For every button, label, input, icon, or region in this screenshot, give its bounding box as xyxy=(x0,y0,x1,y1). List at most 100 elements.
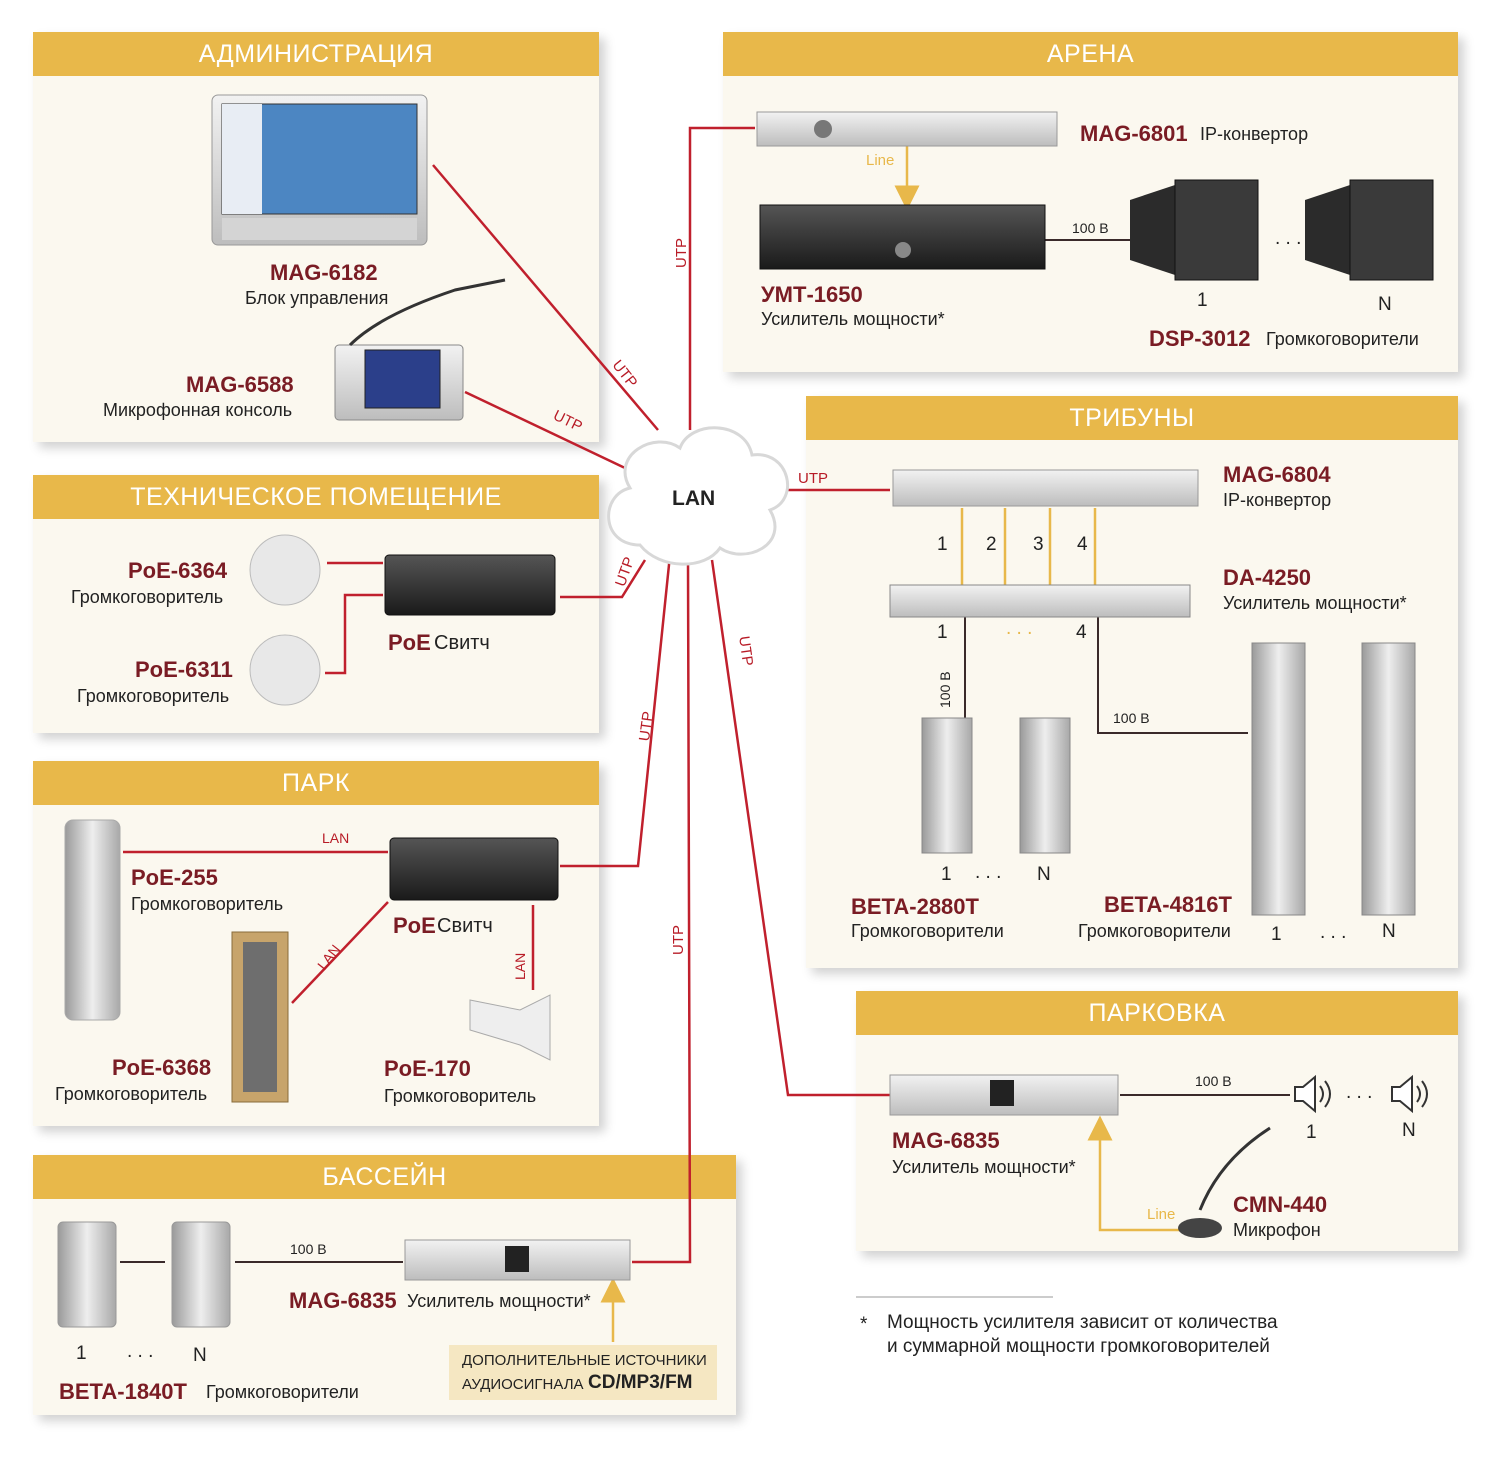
channel-3-label: 3 xyxy=(1033,534,1044,555)
beta2880t-speaker-1 xyxy=(921,717,973,854)
beta2880t-desc: Громкоговорители xyxy=(851,921,1004,941)
mag6835-pool-model: MAG-6835 xyxy=(289,1288,397,1313)
beta1840t-dots: . . . xyxy=(127,1341,154,1362)
footnote-star: * xyxy=(860,1314,868,1335)
extra-sources-line2-prefix: АУДИОСИГНАЛА xyxy=(462,1376,584,1393)
mag6801-device xyxy=(756,111,1058,147)
poeswitch1-model: PoE xyxy=(388,630,431,655)
poe-switch-1 xyxy=(384,554,556,616)
panel-parking: ПАРКОВКА xyxy=(856,991,1458,1251)
mag6804-desc: IP-конвертор xyxy=(1223,490,1332,510)
panel-park-title: ПАРК xyxy=(33,761,599,805)
utp-line-admin-console xyxy=(464,390,626,470)
beta1840t-speaker-1 xyxy=(57,1221,117,1328)
poe6311-speaker xyxy=(249,634,321,706)
poe6368-model: PoE-6368 xyxy=(112,1055,212,1080)
arena-speaker-dots: . . . xyxy=(1275,228,1302,249)
poe6368-desc: Громкоговоритель xyxy=(55,1084,208,1104)
beta1840t-1-label: 1 xyxy=(76,1343,87,1364)
beta1840t-model: BETA-1840T xyxy=(59,1379,187,1404)
beta1840t-speaker-n xyxy=(171,1221,231,1328)
beta1840t-desc: Громкоговорители xyxy=(206,1382,359,1402)
channel-4-label: 4 xyxy=(1077,534,1088,555)
output-4-label: 4 xyxy=(1076,622,1087,643)
beta2880t-model: BETA-2880T xyxy=(851,894,979,919)
poeswitch1-desc: Свитч xyxy=(434,632,490,654)
parking-speaker-1-label: 1 xyxy=(1306,1122,1317,1143)
utp-label-pool: UTP xyxy=(670,925,687,955)
mag6835-pool-device xyxy=(404,1239,631,1281)
lan-label-park-1: LAN xyxy=(322,830,350,846)
poe6368-speaker xyxy=(231,931,289,1103)
mag6804-model: MAG-6804 xyxy=(1223,462,1331,487)
line-label-arena: Line xyxy=(866,152,895,169)
beta2880t-dots: . . . xyxy=(975,862,1002,883)
lan-label: LAN xyxy=(672,487,716,510)
poe170-desc: Громкоговоритель xyxy=(384,1086,537,1106)
beta4816t-model: BETA-4816T xyxy=(1104,892,1232,917)
mag6801-model: MAG-6801 xyxy=(1080,121,1188,146)
mag6182-model: MAG-6182 xyxy=(270,260,378,285)
parking-speaker-n-label: N xyxy=(1402,1120,1416,1141)
volt-label-tribunes-1: 100 В xyxy=(937,671,953,708)
utp-label-tribunes: UTP xyxy=(798,470,828,487)
panel-tech-title: ТЕХНИЧЕСКОЕ ПОМЕЩЕНИЕ xyxy=(33,475,599,519)
volt-label-arena: 100 В xyxy=(1072,220,1109,236)
line-label-parking: Line xyxy=(1147,1206,1176,1223)
cmn440-desc: Микрофон xyxy=(1233,1220,1321,1240)
panel-tribunes-title: ТРИБУНЫ xyxy=(806,396,1458,440)
umt1650-desc: Усилитель мощности* xyxy=(761,309,945,329)
dsp3012-speaker-n xyxy=(1305,179,1434,281)
dsp3012-model: DSP-3012 xyxy=(1149,326,1251,351)
mag6182-device xyxy=(211,94,428,246)
poe6311-desc: Громкоговоритель xyxy=(77,686,230,706)
poe170-horn xyxy=(469,994,551,1061)
poe6364-speaker xyxy=(249,534,321,606)
lan-label-park-3: LAN xyxy=(512,952,528,980)
beta4816t-n-label: N xyxy=(1382,921,1396,942)
line-arrow-parking xyxy=(1087,1115,1180,1232)
extra-sources-box xyxy=(449,1345,717,1400)
da4250-model: DA-4250 xyxy=(1223,565,1312,590)
arena-speaker-n-label: N xyxy=(1378,294,1392,315)
poe170-model: PoE-170 xyxy=(384,1056,471,1081)
da4250-device xyxy=(889,584,1191,618)
mag6182-desc: Блок управления xyxy=(245,288,389,308)
cmn440-model: CMN-440 xyxy=(1233,1192,1328,1217)
poeswitch2-desc: Свитч xyxy=(437,915,493,937)
poe6364-model: PoE-6364 xyxy=(128,558,228,583)
poe255-speaker xyxy=(64,819,121,1021)
extra-sources-line1: ДОПОЛНИТЕЛЬНЫЕ ИСТОЧНИКИ xyxy=(462,1352,707,1369)
beta2880t-1-label: 1 xyxy=(941,864,952,885)
volt-label-pool: 100 В xyxy=(290,1241,327,1257)
poe6311-model: PoE-6311 xyxy=(135,657,233,682)
utp-line-parking xyxy=(710,559,890,1097)
arena-speaker-1-label: 1 xyxy=(1197,290,1208,311)
poe255-model: PoE-255 xyxy=(131,865,218,890)
channel-1-label: 1 xyxy=(937,534,948,555)
lan-cloud xyxy=(607,426,789,566)
poe6364-desc: Громкоговоритель xyxy=(71,587,224,607)
mag6588-desc: Микрофонная консоль xyxy=(103,400,293,420)
mag6835-parking-device xyxy=(889,1074,1119,1116)
beta4816t-desc: Громкоговорители xyxy=(1078,921,1231,941)
panel-park: ПАРК xyxy=(33,761,599,1126)
utp-line-park xyxy=(560,554,672,868)
cmn440-microphone xyxy=(1178,1126,1271,1238)
utp-line-tech xyxy=(560,559,647,599)
footnote-line1: Мощность усилителя зависит от количества xyxy=(887,1312,1278,1333)
speaker-icon-parking-n xyxy=(1391,1074,1428,1114)
poe255-desc: Громкоговоритель xyxy=(131,894,284,914)
volt-label-tribunes-2: 100 В xyxy=(1113,710,1150,726)
panel-admin-title: АДМИНИСТРАЦИЯ xyxy=(33,32,599,76)
panel-pool-title: БАССЕЙН xyxy=(33,1155,736,1199)
beta4816t-dots: . . . xyxy=(1320,922,1347,943)
beta1840t-n-label: N xyxy=(193,1345,207,1366)
beta2880t-n-label: N xyxy=(1037,864,1051,885)
footnote-line2: и суммарной мощности громкоговорителей xyxy=(887,1336,1270,1357)
umt1650-device xyxy=(759,204,1046,270)
utp-line-admin-control xyxy=(432,164,659,431)
speaker-icon-parking-1 xyxy=(1294,1074,1331,1114)
beta4816t-speaker-1 xyxy=(1251,642,1306,916)
